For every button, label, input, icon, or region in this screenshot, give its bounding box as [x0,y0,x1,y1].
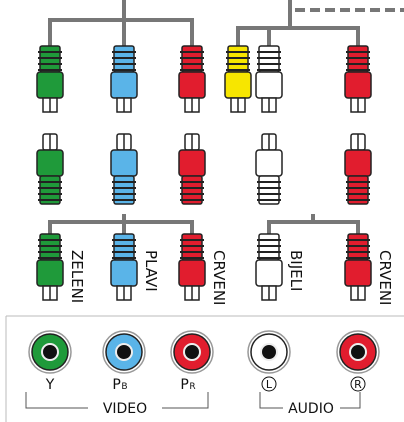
upper-plug-green [36,45,64,113]
middle-plug-white [255,133,283,205]
video-join-line [48,214,194,234]
audio-cable-line [236,10,360,46]
middle-plug-blue [110,133,138,205]
middle-plug-red-video [178,133,206,205]
upper-plug-red-video [178,45,206,113]
plug-label-blue: PLAVI [142,250,160,292]
lower-plug-red-video [178,233,206,301]
jack-label-pb: PB [112,377,127,393]
upper-plug-red-audio [344,45,372,113]
plug-label-white: BIJELI [287,250,305,291]
audio-join-line [267,214,360,234]
upper-plug-blue [110,45,138,113]
jack-label-ring-l [261,376,277,392]
jack-pr [170,330,214,374]
jack-label-sub-pb: B [121,382,127,392]
jack-pb [102,330,146,374]
jack-y [28,330,72,374]
jack-l [247,330,291,392]
plug-label-green: ZELENI [68,250,86,303]
lower-plug-green [36,233,64,301]
jack-label-ring-r [350,376,366,392]
plug-label-red-audio: CRVENI [376,250,394,305]
audio-bracket [259,392,361,409]
lower-plug-blue [110,233,138,301]
lower-plug-white [255,233,283,301]
jack-r [336,330,380,392]
plug-label-red-video: CRVENI [210,250,228,305]
video-cable-line [48,0,194,46]
jack-label-y: Y [45,377,55,393]
middle-plug-green [36,133,64,205]
jack-label-r: R [354,378,362,391]
upper-plug-yellow [224,45,252,113]
jack-label-sub-pr: R [189,382,195,392]
upper-plug-white [255,45,283,113]
jack-label-l: L [266,378,273,391]
lower-plug-red-audio [344,233,372,301]
video-group-label: VIDEO [103,401,147,417]
middle-plug-red-audio [344,133,372,205]
panel-outline [5,315,404,422]
dashed-audio-line [288,0,404,12]
jack-label-pr: PR [180,377,195,393]
audio-group-label: AUDIO [288,401,334,417]
video-bracket [25,392,209,409]
